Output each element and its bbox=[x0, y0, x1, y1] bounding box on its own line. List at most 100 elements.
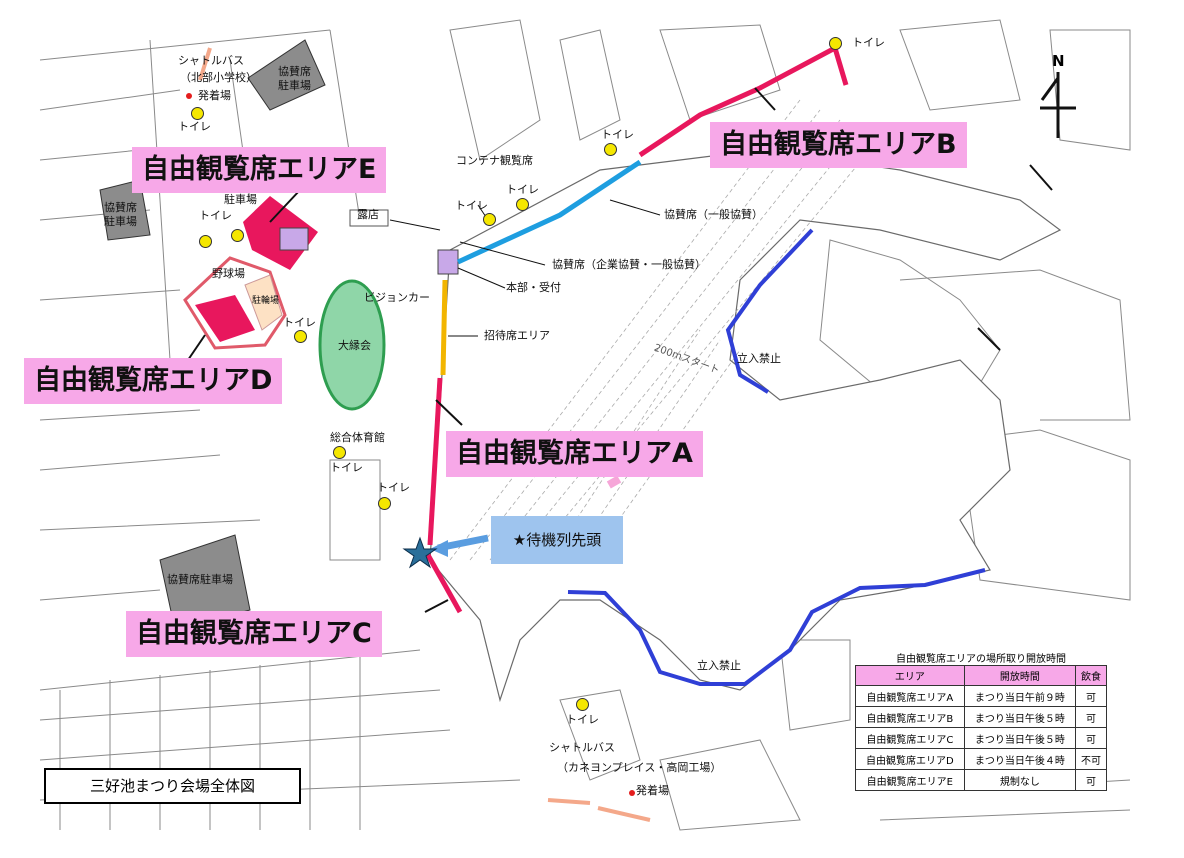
leader-lines bbox=[187, 87, 1053, 613]
shuttle-north-sub: （北部小学校） bbox=[180, 71, 257, 84]
sponsor-parking-south bbox=[159, 534, 251, 631]
table-row: 自由観覧席エリアC まつり当日午後５時 可 bbox=[855, 727, 1107, 749]
toilet-label: トイレ bbox=[283, 316, 316, 329]
table-row: 自由観覧席エリアB まつり当日午後５時 可 bbox=[855, 706, 1107, 728]
table-row: 自由観覧席エリアD まつり当日午後４時 不可 bbox=[855, 748, 1107, 770]
baseball-label: 野球場 bbox=[212, 267, 245, 280]
toilet-label: トイレ bbox=[178, 120, 211, 133]
table-row: 自由観覧席エリアA まつり当日午前９時 可 bbox=[855, 685, 1107, 707]
row-area: 自由観覧席エリアA bbox=[855, 685, 965, 707]
sponsor-general-label: 協賛席（一般協賛） bbox=[664, 208, 763, 221]
hq-box bbox=[437, 249, 459, 275]
invite-line bbox=[440, 279, 448, 376]
sponsor-parking-north-b: 駐車場 bbox=[278, 79, 311, 92]
toilet-icon bbox=[294, 330, 307, 343]
area-c-line bbox=[425, 553, 463, 614]
toilet-label: トイレ bbox=[601, 128, 634, 141]
row-area: 自由観覧席エリアD bbox=[855, 748, 965, 770]
sponsor-parking-north-a: 協賛席 bbox=[278, 65, 311, 78]
queue-star-icon bbox=[402, 536, 438, 569]
green-label: 大縁会 bbox=[338, 339, 371, 352]
table-row: 自由観覧席エリアE 規制なし 可 bbox=[855, 769, 1107, 791]
area-a-label: 自由観覧席エリアA bbox=[446, 431, 703, 477]
green-oval bbox=[318, 279, 386, 411]
shuttle-arrow-south-out bbox=[597, 806, 651, 822]
row-time: まつり当日午前９時 bbox=[963, 685, 1077, 707]
departure-point bbox=[629, 790, 635, 796]
toilet-icon bbox=[191, 107, 204, 120]
sponsor-parking-west-b: 駐車場 bbox=[104, 215, 137, 228]
shuttle-arrow-south-in bbox=[547, 798, 591, 805]
stall-building bbox=[349, 209, 389, 227]
row-time: 規制なし bbox=[963, 769, 1077, 791]
toilet-icon bbox=[829, 37, 842, 50]
row-time: まつり当日午後５時 bbox=[963, 706, 1077, 728]
hours-table-header: エリア 開放時間 飲食 bbox=[855, 665, 1107, 686]
hq-label: 本部・受付 bbox=[506, 281, 561, 294]
shuttle-north-label: シャトルバス bbox=[178, 54, 244, 67]
toilet-label: トイレ bbox=[455, 199, 488, 212]
area-b-line bbox=[638, 44, 849, 158]
row-food: 可 bbox=[1075, 706, 1107, 728]
gym-label: 総合体育館 bbox=[330, 431, 385, 444]
toilet-icon bbox=[231, 229, 244, 242]
area-e-purple bbox=[279, 227, 309, 251]
parking-e-label: 駐車場 bbox=[224, 193, 257, 206]
vision-car-label: ビジョンカー bbox=[364, 291, 430, 304]
no-entry-north-label: 立入禁止 bbox=[737, 352, 781, 365]
toilet-icon bbox=[333, 446, 346, 459]
stalls-label: 露店 bbox=[357, 208, 379, 221]
row-area: 自由観覧席エリアC bbox=[855, 727, 965, 749]
shuttle-arrow-north bbox=[198, 47, 212, 81]
toilet-label: トイレ bbox=[199, 209, 232, 222]
hours-table: エリア 開放時間 飲食 自由観覧席エリアA まつり当日午前９時 可 自由観覧席エ… bbox=[855, 665, 1107, 791]
hours-table-title: 自由観覧席エリアの場所取り開放時間 bbox=[896, 654, 1066, 665]
toilet-label: トイレ bbox=[852, 36, 885, 49]
pond-marker bbox=[606, 475, 622, 489]
toilet-icon bbox=[576, 698, 589, 711]
shuttle-south-sub: （カネヨンプレイス・高岡工場） bbox=[557, 761, 722, 774]
area-d-label: 自由観覧席エリアD bbox=[24, 358, 283, 404]
north-arrow-icon bbox=[1040, 72, 1076, 138]
toilet-label: トイレ bbox=[377, 481, 410, 494]
area-e-label: 自由観覧席エリアE bbox=[132, 147, 387, 193]
no-entry-south-label: 立入禁止 bbox=[697, 659, 741, 672]
sponsor-parking-south-label: 協賛席駐車場 bbox=[167, 573, 233, 586]
toilet-icon bbox=[516, 198, 529, 211]
area-d-zone bbox=[195, 295, 255, 342]
row-time: まつり当日午後４時 bbox=[963, 748, 1077, 770]
queue-head-box: ★待機列先頭 bbox=[491, 516, 623, 564]
no-entry-line-south bbox=[567, 568, 986, 686]
container-seats-label: コンテナ観覧席 bbox=[456, 154, 533, 167]
map-title: 三好池まつり会場全体図 bbox=[44, 768, 301, 804]
bike-parking-zone bbox=[244, 274, 283, 331]
north-label: N bbox=[1052, 52, 1065, 70]
toilet-label: トイレ bbox=[566, 713, 599, 726]
invite-label: 招待席エリア bbox=[484, 329, 550, 342]
row-food: 可 bbox=[1075, 685, 1107, 707]
area-c-label: 自由観覧席エリアC bbox=[126, 611, 382, 657]
header-area: エリア bbox=[855, 665, 965, 686]
toilet-icon bbox=[483, 213, 496, 226]
row-food: 可 bbox=[1075, 727, 1107, 749]
depart-south-label: 発着場 bbox=[636, 784, 669, 797]
row-food: 可 bbox=[1075, 769, 1107, 791]
queue-arrowhead bbox=[430, 540, 448, 557]
sponsor-parking-west bbox=[99, 179, 151, 241]
street-grid bbox=[39, 19, 1131, 831]
row-food: 不可 bbox=[1075, 748, 1107, 770]
toilet-label: トイレ bbox=[330, 461, 363, 474]
toilet-icon bbox=[378, 497, 391, 510]
toilet-icon bbox=[199, 235, 212, 248]
sponsor-parking-north bbox=[247, 39, 326, 111]
depart-north-label: 発着場 bbox=[198, 89, 231, 102]
no-entry-line-north bbox=[725, 228, 814, 394]
area-a-line bbox=[427, 377, 443, 546]
row-area: 自由観覧席エリアB bbox=[855, 706, 965, 728]
bike-parking-label: 駐輪場 bbox=[252, 296, 280, 306]
row-time: まつり当日午後５時 bbox=[963, 727, 1077, 749]
callout-lines bbox=[389, 199, 661, 337]
sponsor-parking-west-a: 協賛席 bbox=[104, 201, 137, 214]
sponsor-corp-label: 協賛席（企業協賛・一般協賛） bbox=[552, 258, 706, 271]
